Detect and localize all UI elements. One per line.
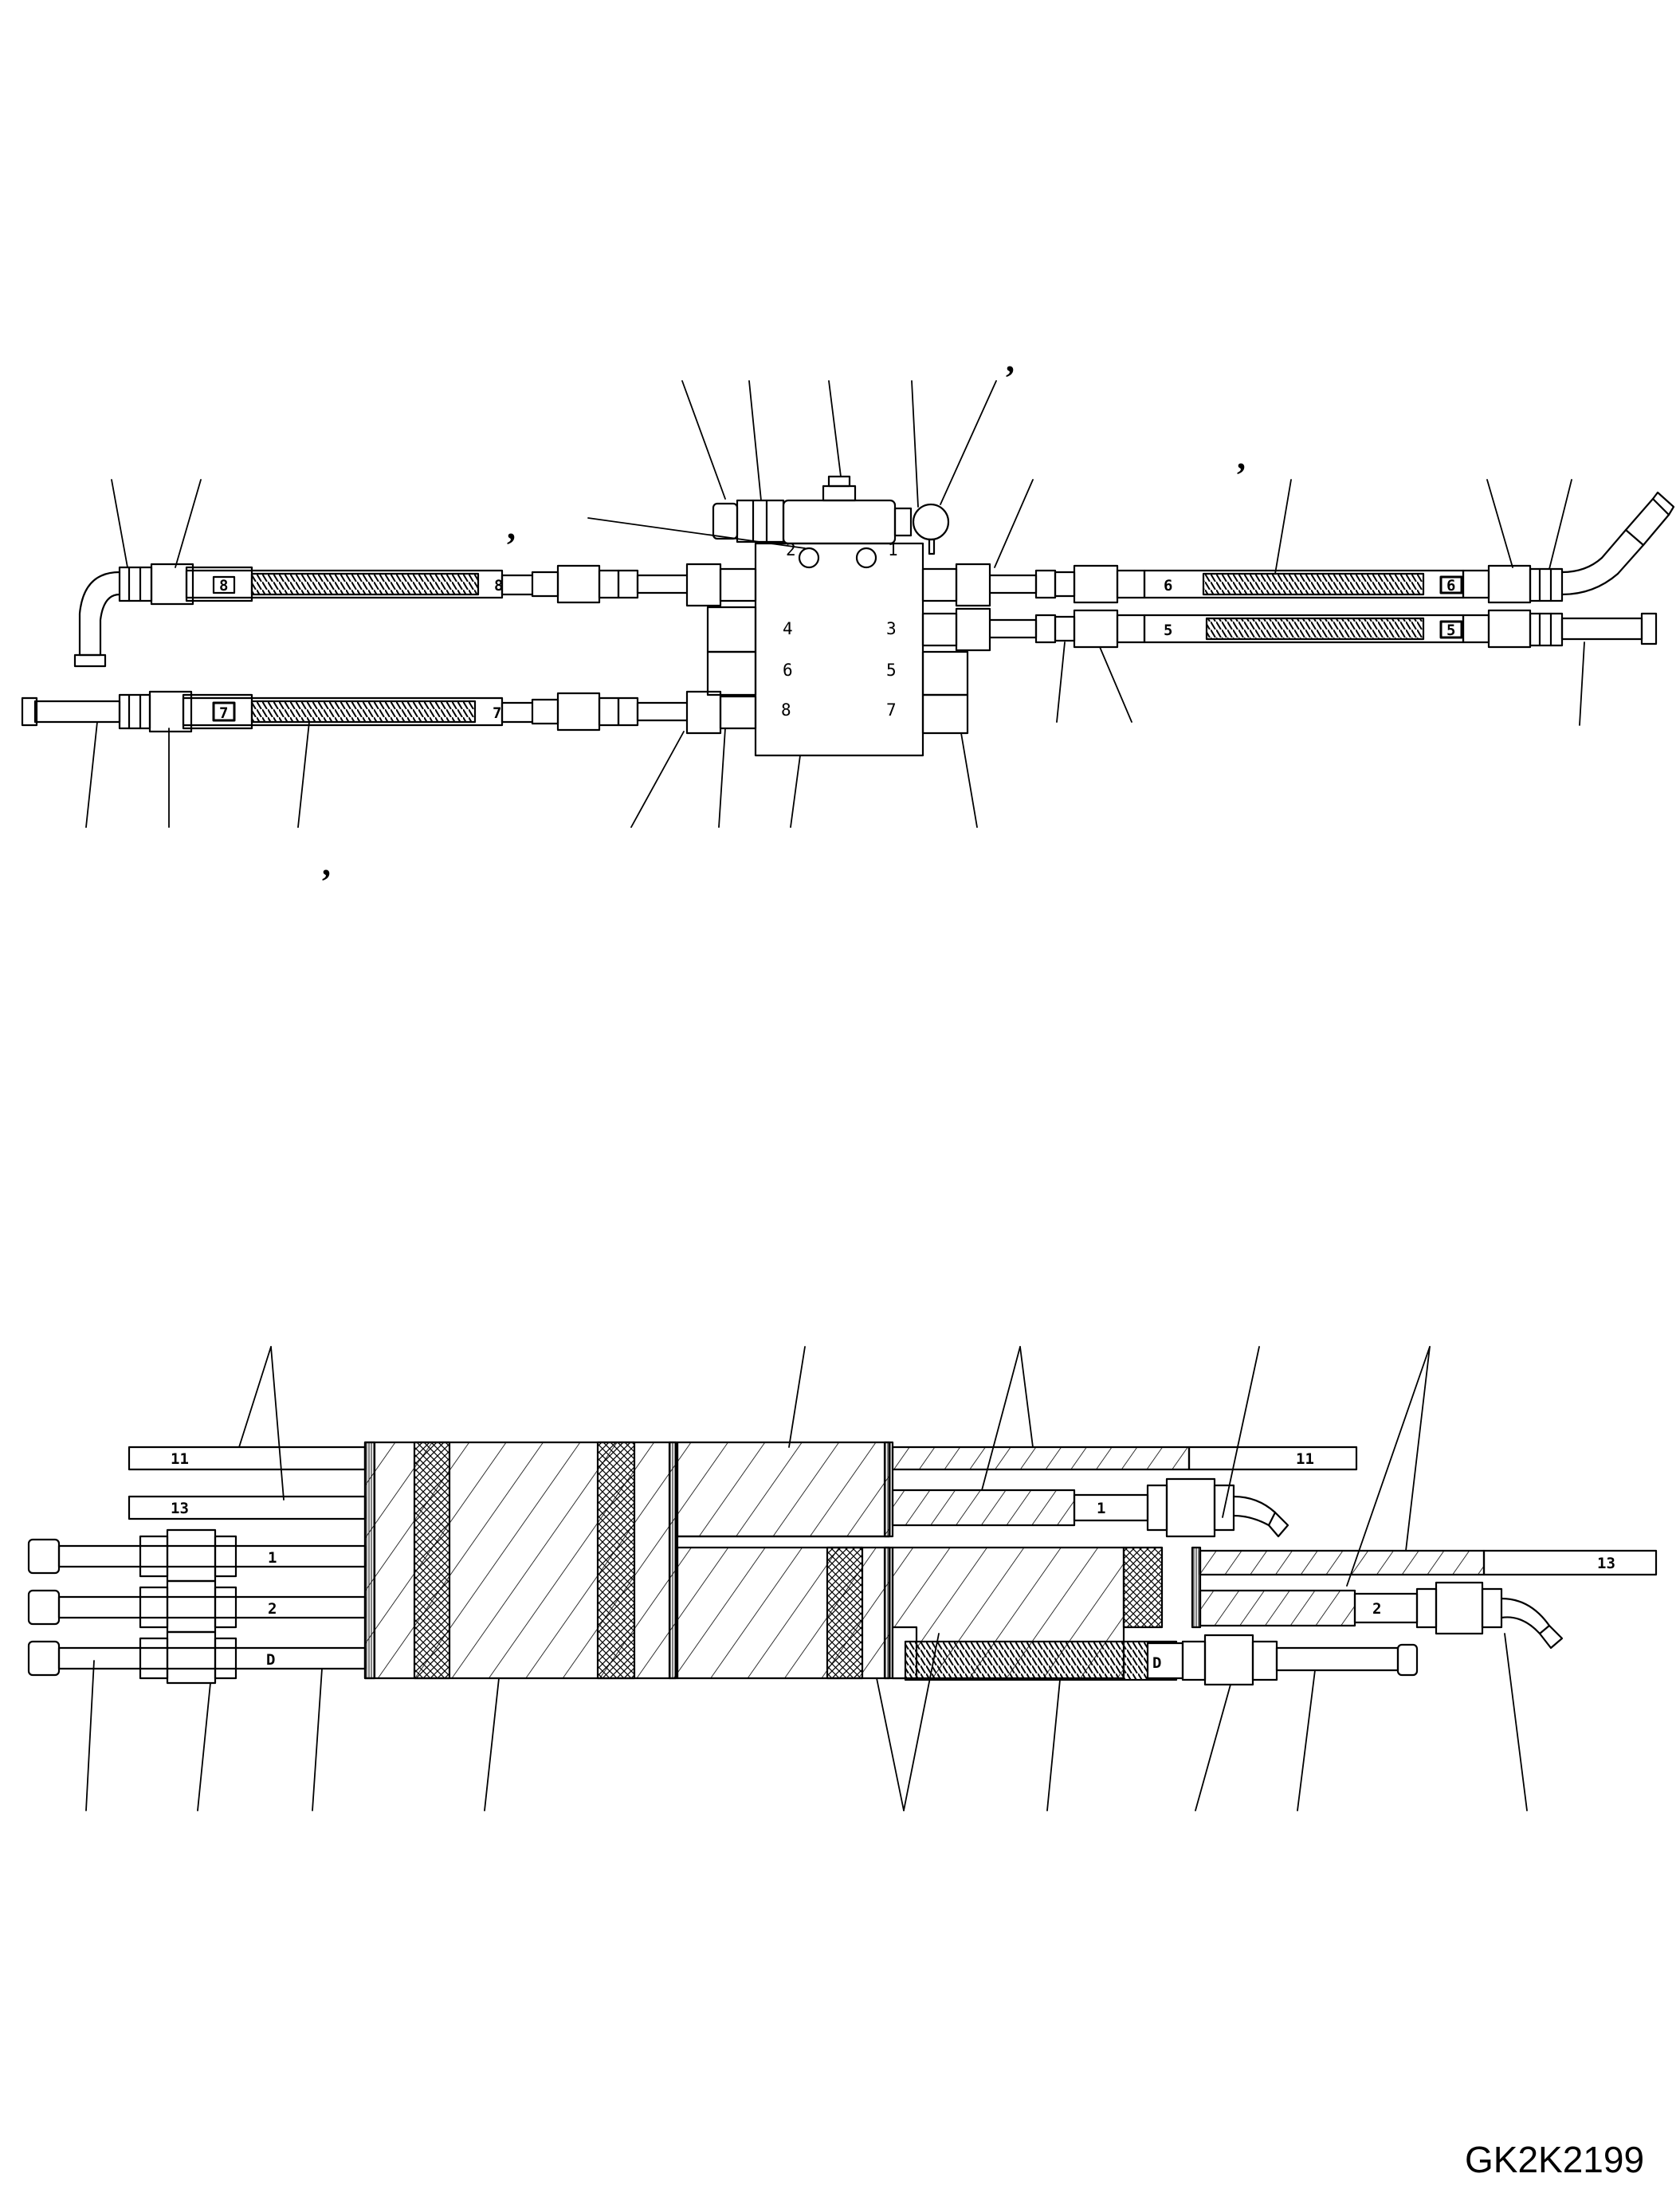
hose-tag-6-mid: 6 bbox=[1164, 577, 1172, 594]
valve-block bbox=[706, 542, 969, 757]
tube-tag-d-right: D bbox=[1152, 1654, 1161, 1672]
tube-tag-2-right: 2 bbox=[1372, 1600, 1381, 1618]
port-label-1: 1 bbox=[888, 540, 898, 559]
comma-mark: , bbox=[322, 844, 331, 883]
tube-tag-13-right: 13 bbox=[1597, 1555, 1615, 1572]
comma-mark: , bbox=[507, 508, 516, 547]
tube-tag-d-left: D bbox=[266, 1651, 275, 1669]
tube-tag-2-left: 2 bbox=[268, 1600, 277, 1618]
tube-tag-13-left: 13 bbox=[171, 1500, 189, 1517]
hose-tag-8-left: 8 bbox=[219, 577, 228, 594]
port-label-5: 5 bbox=[886, 661, 897, 680]
port-label-2: 2 bbox=[786, 540, 796, 559]
comma-mark: , bbox=[1237, 437, 1246, 477]
top-leader-lines bbox=[85, 380, 1585, 828]
tube-tag-1-right: 1 bbox=[1097, 1500, 1105, 1517]
bundle-right-lower bbox=[891, 1546, 1658, 1686]
port-label-4: 4 bbox=[783, 619, 793, 638]
hose-tag-8-mid: 8 bbox=[494, 577, 503, 594]
hose-5-line bbox=[988, 609, 1658, 649]
hose-6-line bbox=[988, 491, 1675, 604]
tube-tag-11-left: 11 bbox=[171, 1450, 189, 1468]
port-label-8: 8 bbox=[781, 700, 791, 720]
hose-tag-5-mid: 5 bbox=[1164, 622, 1172, 639]
bottom-leader-lines bbox=[85, 1346, 1528, 1811]
hose-8-line bbox=[73, 563, 689, 668]
comma-mark: , bbox=[1006, 340, 1015, 379]
port-label-7: 7 bbox=[886, 700, 897, 720]
hose-tag-7-left: 7 bbox=[219, 704, 228, 722]
hose-7-line bbox=[21, 690, 689, 733]
block-port-fittings bbox=[685, 563, 991, 735]
bundle-left-tubes bbox=[27, 1446, 367, 1685]
hose-tag-5-right: 5 bbox=[1446, 622, 1455, 639]
bundle-right-upper bbox=[891, 1446, 1358, 1538]
port-label-6: 6 bbox=[783, 661, 793, 680]
tube-tag-1-left: 1 bbox=[268, 1549, 277, 1567]
hose-tag-7-mid: 7 bbox=[493, 704, 501, 722]
tube-tag-11-right: 11 bbox=[1296, 1450, 1314, 1468]
port-label-3: 3 bbox=[886, 619, 897, 638]
bundle-protective-sleeve bbox=[363, 1441, 894, 1680]
hose-tag-6-right: 6 bbox=[1446, 577, 1455, 594]
top-valve-assembly bbox=[712, 475, 950, 555]
drawing-code: GK2K2199 bbox=[1465, 2139, 1644, 2180]
